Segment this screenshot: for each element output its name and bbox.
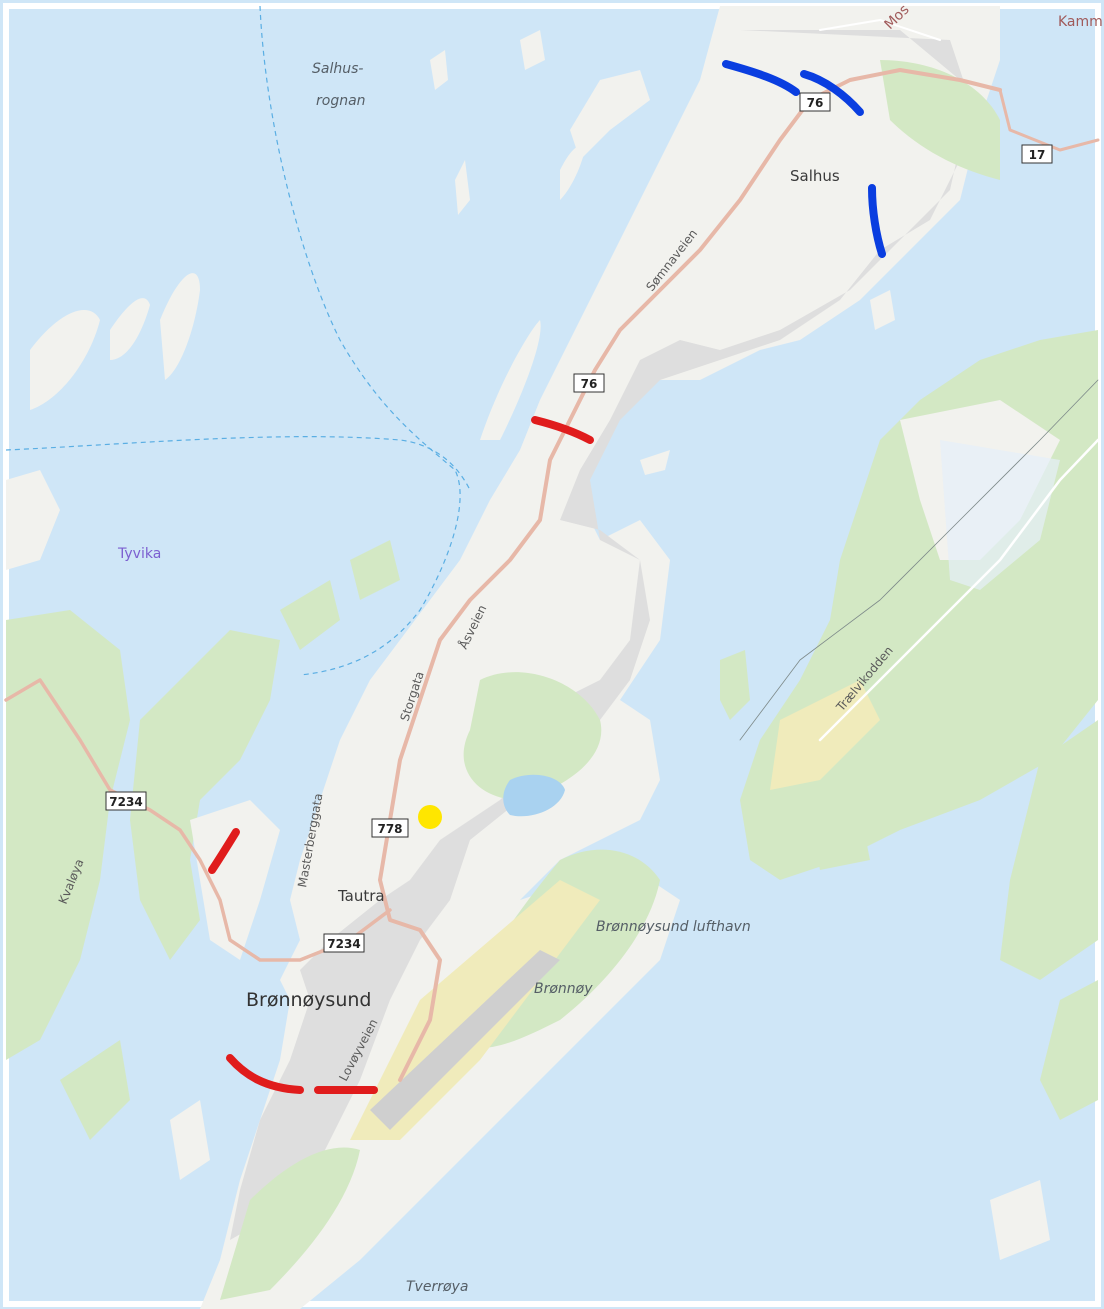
land-north-islets	[430, 30, 1050, 1260]
road-shield-76-top: 76	[799, 92, 831, 112]
land-west-islands	[6, 273, 400, 1180]
road-shield-76-mid: 76	[573, 373, 605, 393]
label-tyvika: Tyvika	[117, 546, 161, 562]
svg-text:76: 76	[581, 377, 598, 391]
svg-text:17: 17	[1029, 148, 1046, 162]
svg-text:7234: 7234	[327, 937, 360, 951]
highlights	[208, 60, 886, 1094]
label-kamm: Kamm	[1058, 14, 1103, 30]
label-bronnoysund: Brønnøysund	[246, 989, 371, 1011]
label-salhus: Salhus	[790, 167, 840, 185]
road-shield-17: 17	[1021, 144, 1053, 164]
land-main	[200, 6, 1000, 1309]
label-bronnoy: Brønnøy	[534, 981, 593, 997]
svg-text:76: 76	[807, 96, 824, 110]
blue-mark-2	[800, 70, 864, 116]
road-shield-778: 778	[371, 818, 409, 838]
blue-mark-1	[722, 60, 800, 96]
road-shield-7234-bottom: 7234	[323, 933, 365, 953]
label-tautra: Tautra	[337, 887, 385, 905]
label-tverroya: Tverrøya	[406, 1279, 468, 1295]
red-mark-south-1	[226, 1054, 304, 1094]
lake	[503, 774, 565, 817]
blue-mark-3	[868, 184, 886, 258]
svg-text:7234: 7234	[109, 795, 142, 809]
road-shield-7234-left: 7234	[105, 791, 147, 811]
label-salhus-rognan-1: Salhus-	[312, 61, 363, 77]
red-mark-west	[208, 828, 240, 874]
label-salhus-rognan-2: rognan	[316, 93, 366, 109]
svg-text:778: 778	[377, 822, 402, 836]
red-mark-north	[531, 416, 594, 444]
yellow-location-marker[interactable]	[418, 805, 442, 829]
boundary-line	[5, 436, 471, 491]
label-lufthavn: Brønnøysund lufthavn	[596, 919, 751, 935]
